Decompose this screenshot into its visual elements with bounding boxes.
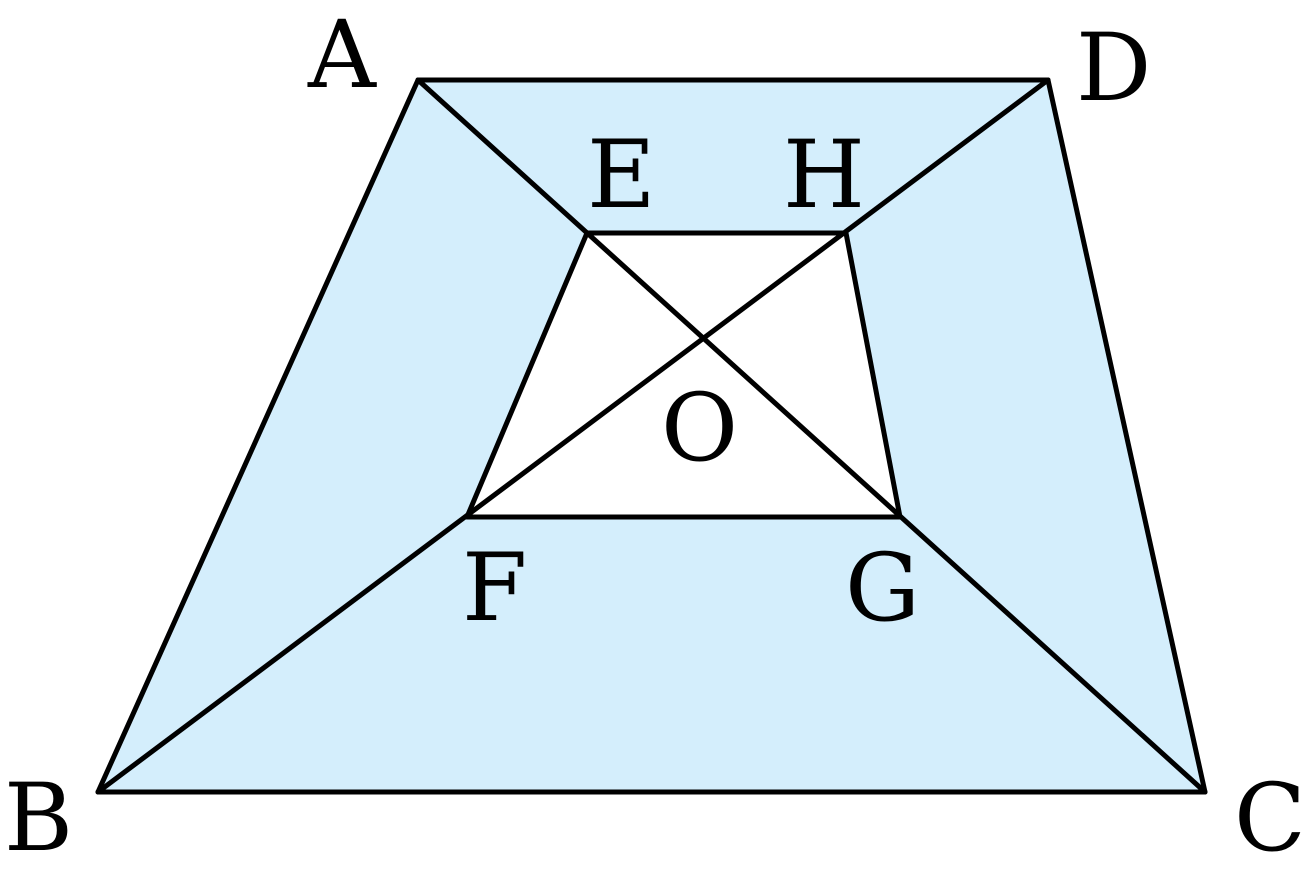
label-c: C: [1234, 764, 1303, 873]
diagonal-ac: [415, 77, 1208, 795]
label-g: G: [845, 534, 920, 643]
label-e: E: [587, 121, 656, 230]
label-h: H: [783, 121, 865, 230]
segment-dc: [1045, 77, 1208, 795]
segment-hg: [843, 230, 903, 520]
label-d: D: [1076, 14, 1151, 123]
segment-ab: [95, 77, 421, 795]
label-a: A: [307, 1, 377, 110]
label-b: B: [4, 764, 73, 873]
label-o: O: [661, 374, 738, 483]
label-f: F: [462, 534, 527, 643]
segment-ef: [464, 230, 590, 520]
inner-quadrilateral-region: [467, 233, 900, 517]
diagonal-bd: [95, 77, 1051, 795]
